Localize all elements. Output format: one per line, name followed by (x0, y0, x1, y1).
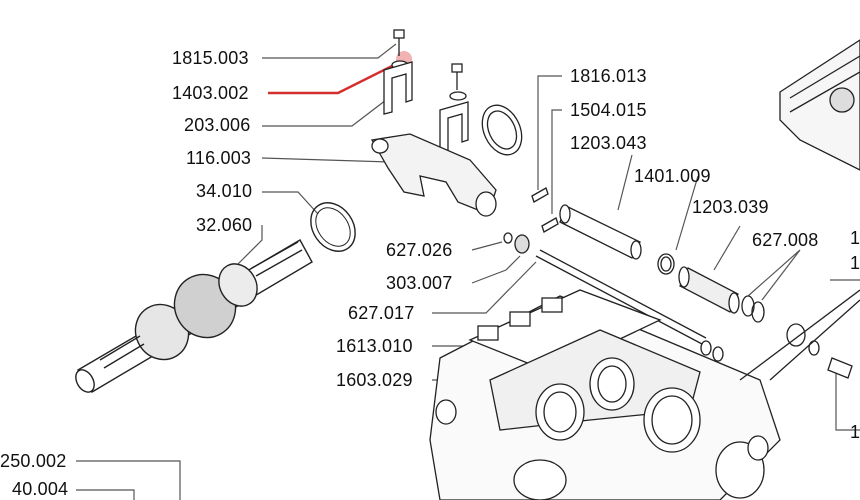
part-label-right-1[interactable]: 1 (850, 228, 860, 248)
leader-250-002 (76, 460, 181, 500)
part-label-right-2[interactable]: 1 (850, 253, 860, 273)
leader-right-2 (835, 360, 860, 431)
leader-32-060 (235, 225, 263, 267)
part-label-1203-043[interactable]: 1203.043 (570, 133, 647, 153)
leader-627-017 (432, 261, 537, 314)
part-label-203-006[interactable]: 203.006 (184, 115, 251, 135)
leader-40-004 (76, 489, 135, 500)
part-label-627-026[interactable]: 627.026 (386, 240, 453, 260)
part-label-627-017[interactable]: 627.017 (348, 303, 415, 323)
rod-assembly (503, 187, 853, 379)
leader-1203-039 (713, 225, 741, 271)
leader-303-007 (471, 255, 521, 284)
leader-203-006 (262, 99, 387, 127)
leader-1504-015 (551, 109, 562, 214)
leader-1203-043 (617, 154, 633, 211)
part-label-1603-029[interactable]: 1603.029 (336, 370, 413, 390)
part-label-1815-003[interactable]: 1815.003 (172, 48, 249, 68)
part-label-32-060[interactable]: 32.060 (196, 215, 253, 235)
part-label-right-3[interactable]: 1 (850, 422, 860, 442)
leader-1403-002-highlight (268, 62, 397, 95)
leader-627-008 (747, 249, 801, 301)
part-label-1504-015[interactable]: 1504.015 (570, 100, 647, 120)
shaft-part (75, 239, 313, 393)
part-label-1816-013[interactable]: 1816.013 (570, 66, 647, 86)
leader-1816-013 (537, 75, 562, 190)
leader-1815-003 (262, 43, 397, 59)
part-label-116-003[interactable]: 116.003 (186, 148, 252, 168)
part-label-303-007[interactable]: 303.007 (386, 273, 453, 293)
part-label-40-004[interactable]: 40.004 (12, 479, 69, 499)
leader-116-003 (261, 157, 391, 163)
part-label-1613-010[interactable]: 1613.010 (336, 336, 413, 356)
part-label-1203-039[interactable]: 1203.039 (692, 197, 769, 217)
leader-1401-009 (675, 175, 699, 251)
gearbox-housing (429, 289, 781, 500)
leader-627-026 (471, 241, 503, 251)
part-label-250-002[interactable]: 250.002 (0, 451, 67, 471)
leader-34-010 (262, 191, 319, 215)
leader-lines (76, 43, 860, 500)
fork-assembly (370, 29, 523, 217)
part-label-1401-009[interactable]: 1401.009 (634, 166, 711, 186)
part-label-34-010[interactable]: 34.010 (196, 181, 253, 201)
part-label-1403-002[interactable]: 1403.002 (172, 83, 249, 103)
ring-34-010 (310, 202, 356, 252)
top-right-housing (739, 39, 860, 381)
part-label-627-008[interactable]: 627.008 (752, 230, 819, 250)
